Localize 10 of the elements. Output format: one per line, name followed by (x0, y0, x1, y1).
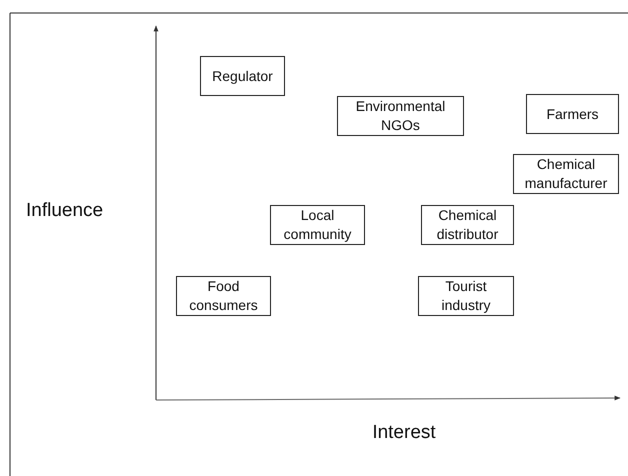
stakeholder-box: Food consumers (176, 276, 271, 316)
stakeholder-box: Regulator (200, 56, 285, 96)
stakeholder-box: Chemical manufacturer (513, 154, 619, 194)
stakeholder-box: Local community (270, 205, 365, 245)
x-axis-label: Interest (372, 422, 436, 444)
stakeholder-box: Tourist industry (418, 276, 514, 316)
y-axis-label: Influence (26, 200, 104, 222)
stakeholder-box: Environmental NGOs (337, 96, 464, 136)
stakeholder-box: Chemical distributor (421, 205, 514, 245)
stakeholder-box: Farmers (526, 94, 619, 134)
